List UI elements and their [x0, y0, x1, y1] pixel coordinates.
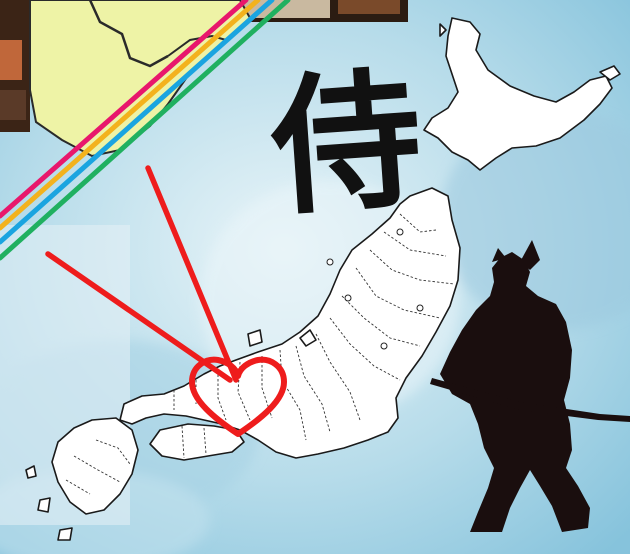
map-kyushu: [25, 417, 139, 541]
prefecture-borders: [65, 213, 455, 495]
map-city-dots: [326, 228, 424, 350]
map-honshu: [119, 187, 461, 459]
samurai-silhouette-icon: [430, 240, 630, 532]
title-calligraphy: 侍: [265, 51, 428, 237]
heart-marker-icon: [189, 356, 287, 437]
map-hokkaido: [423, 17, 621, 171]
map-shikoku: [149, 423, 245, 461]
photo-inset-left: [0, 0, 30, 132]
rainbow-route-stripes: [0, 0, 291, 261]
arrow-lines-icon: [45, 165, 239, 383]
